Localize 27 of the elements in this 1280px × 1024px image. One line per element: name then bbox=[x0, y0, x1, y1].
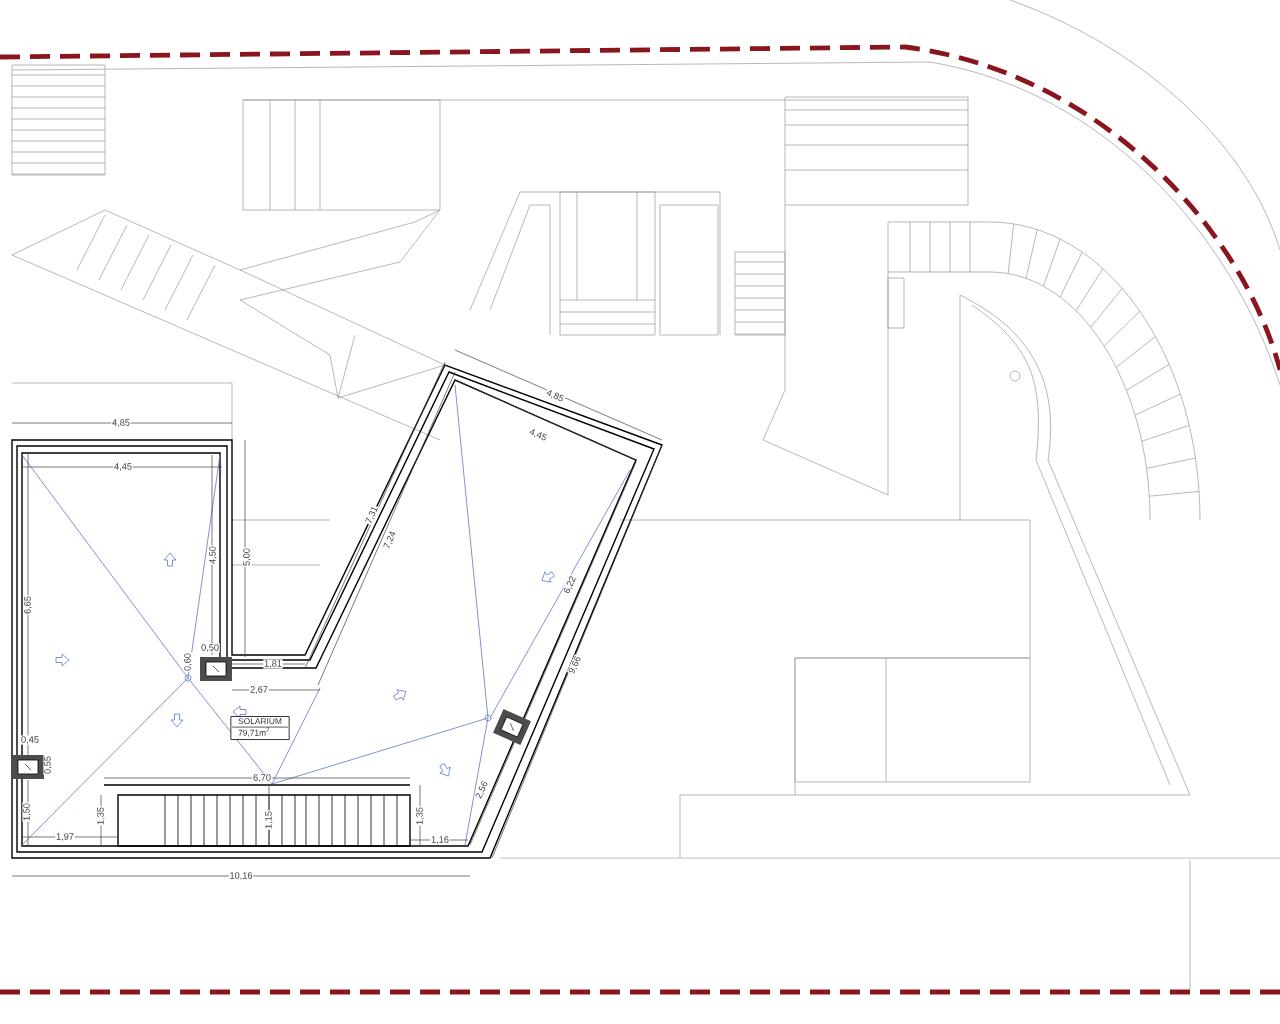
dimension-label: 4,50 bbox=[208, 545, 218, 565]
dimension-label: 6,22 bbox=[561, 574, 579, 596]
dimension-label: 2,56 bbox=[473, 779, 491, 801]
dimension-label: 9,66 bbox=[566, 654, 584, 676]
dimension-label: 1,50 bbox=[22, 802, 32, 822]
dimension-label: 0,55 bbox=[43, 755, 53, 775]
room-label: SOLARIUM 79,71m$^{2}$ bbox=[230, 716, 290, 740]
dimension-label: 2,67 bbox=[249, 685, 269, 695]
dimension-label: 1,16 bbox=[430, 835, 450, 845]
dimension-label: 7,31 bbox=[363, 504, 381, 526]
dimension-label: 0,50 bbox=[200, 643, 220, 653]
dimension-label: 1,35 bbox=[415, 806, 425, 826]
dimension-label: 6,65 bbox=[23, 595, 33, 615]
dimension-label: 1,81 bbox=[263, 659, 283, 669]
dimension-label: 1,35 bbox=[96, 806, 106, 826]
dimension-label: 0,60 bbox=[183, 652, 193, 672]
dimension-label: 10,16 bbox=[228, 871, 254, 881]
dimension-label: 4,85 bbox=[111, 418, 131, 428]
dimension-label: 7,24 bbox=[381, 529, 399, 551]
dimension-label: 6,70 bbox=[252, 773, 272, 783]
dimension-label: 4,85 bbox=[544, 387, 566, 405]
dimension-label: 1,15 bbox=[264, 810, 274, 830]
dimension-label: 5,00 bbox=[242, 547, 252, 567]
dimension-label: 4,45 bbox=[527, 426, 549, 444]
dimension-label: 1,97 bbox=[55, 832, 75, 842]
dimension-label: 4,45 bbox=[113, 462, 133, 472]
dimension-label: 0,45 bbox=[20, 735, 40, 745]
